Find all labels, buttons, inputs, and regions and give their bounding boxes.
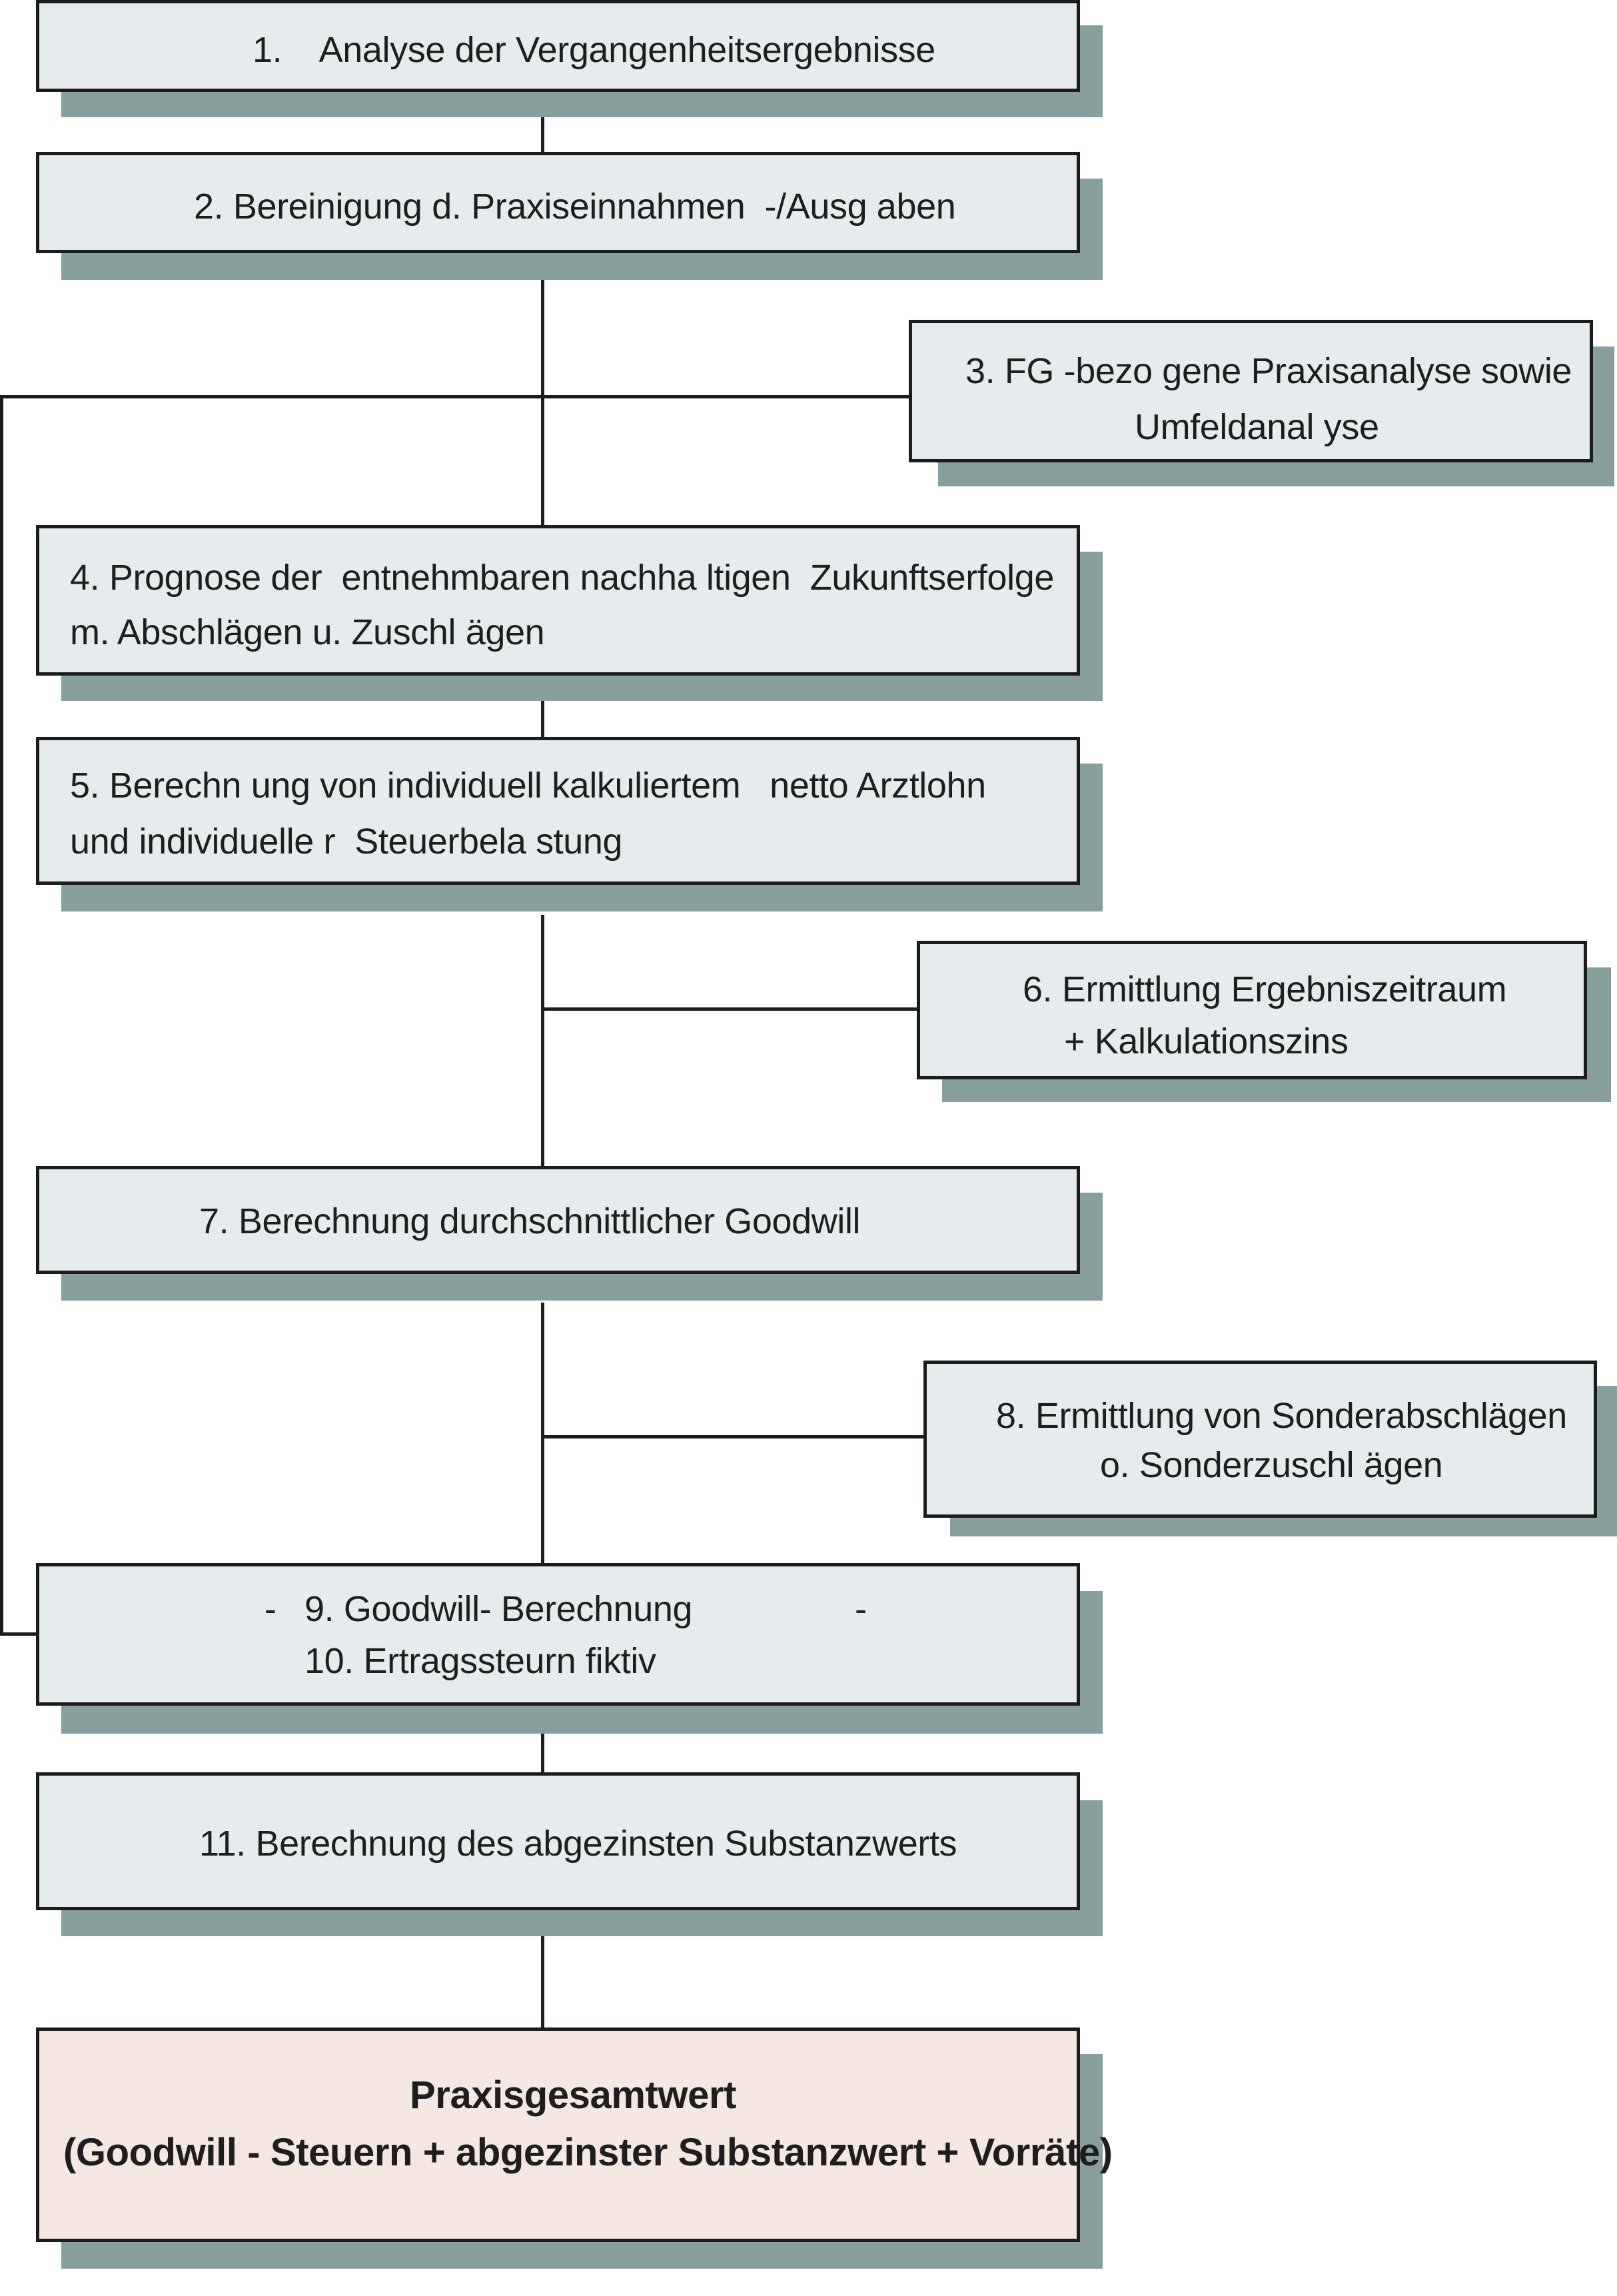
step-5-text-line-2: und individuelle r Steuerbela stung — [70, 822, 623, 861]
connector-main-11-final — [541, 1909, 544, 2027]
step-9-dash-left: - — [265, 1589, 276, 1629]
final-title: Praxisgesamtwert — [410, 2073, 737, 2117]
step-8-text-line-1: 8. Ermittlung von Sonderabschlägen — [996, 1396, 1567, 1436]
step-11-substanzwert: 11. Berechnung des abgezinsten Substanzw… — [36, 1772, 1080, 1910]
connector-main-1-2 — [541, 92, 544, 152]
step-9-goodwill-berechnung: - 9. Goodwill- Berechnung - 10. Ertragss… — [36, 1563, 1080, 1706]
step-3-praxisanalyse: 3. FG -bezo gene Praxisanalyse sowie Umf… — [909, 320, 1593, 462]
step-3-text-line-1: 3. FG -bezo gene Praxisanalyse sowie — [965, 351, 1572, 391]
connector-left-loop-vertical — [0, 395, 3, 1636]
step-8-text-line-2: o. Sonderzuschl ägen — [1100, 1445, 1443, 1485]
connector-left-loop-to-9 — [0, 1632, 37, 1636]
connector-branch-3 — [0, 395, 911, 398]
step-6-ergebniszeitraum: 6. Ermittlung Ergebniszeitraum + Kalkula… — [917, 941, 1587, 1079]
step-6-text-line-2: + Kalkulationszins — [1064, 1021, 1348, 1061]
connector-main-4-5 — [541, 674, 544, 737]
step-7-text: 7. Berechnung durchschnittlicher Goodwil… — [199, 1201, 861, 1241]
step-1-text: 1. Analyse der Vergangenheitsergebnisse — [253, 30, 935, 70]
step-5-text-line-1: 5. Berechn ung von individuell kalkulier… — [70, 766, 986, 806]
connector-main-2-4 — [541, 252, 544, 525]
step-4-text-line-1: 4. Prognose der entnehmbaren nachha ltig… — [70, 558, 1054, 598]
connector-branch-8 — [541, 1435, 925, 1438]
connector-main-5-7 — [541, 915, 544, 1166]
step-1-analyse: 1. Analyse der Vergangenheitsergebnisse — [36, 0, 1080, 92]
step-10-text: 10. Ertragssteurn fiktiv — [304, 1641, 656, 1681]
step-9-dash-right: - — [855, 1589, 867, 1629]
step-4-text-line-2: m. Abschlägen u. Zuschl ägen — [70, 612, 545, 652]
step-6-text-line-1: 6. Ermittlung Ergebniszeitraum — [1023, 969, 1507, 1009]
step-5-arztlohn: 5. Berechn ung von individuell kalkulier… — [36, 737, 1080, 885]
step-2-bereinigung: 2. Bereinigung d. Praxiseinnahmen -/Ausg… — [36, 152, 1080, 253]
connector-branch-6 — [541, 1007, 918, 1011]
step-11-text: 11. Berechnung des abgezinsten Substanzw… — [199, 1824, 957, 1864]
step-3-text-line-2: Umfeldanal yse — [1135, 407, 1379, 447]
connector-main-9-11 — [541, 1706, 544, 1774]
connector-main-7-9 — [541, 1303, 544, 1566]
step-8-sonderabschlaege: 8. Ermittlung von Sonderabschlägen o. So… — [923, 1361, 1597, 1518]
final-formula: (Goodwill - Steuern + abgezinster Substa… — [63, 2131, 1113, 2174]
step-9-text-line-1: 9. Goodwill- Berechnung — [304, 1589, 693, 1629]
step-4-prognose: 4. Prognose der entnehmbaren nachha ltig… — [36, 525, 1080, 676]
final-praxisgesamtwert: Praxisgesamtwert (Goodwill - Steuern + a… — [36, 2027, 1113, 2242]
step-7-goodwill: 7. Berechnung durchschnittlicher Goodwil… — [36, 1166, 1080, 1274]
step-2-text: 2. Bereinigung d. Praxiseinnahmen -/Ausg… — [194, 187, 956, 227]
